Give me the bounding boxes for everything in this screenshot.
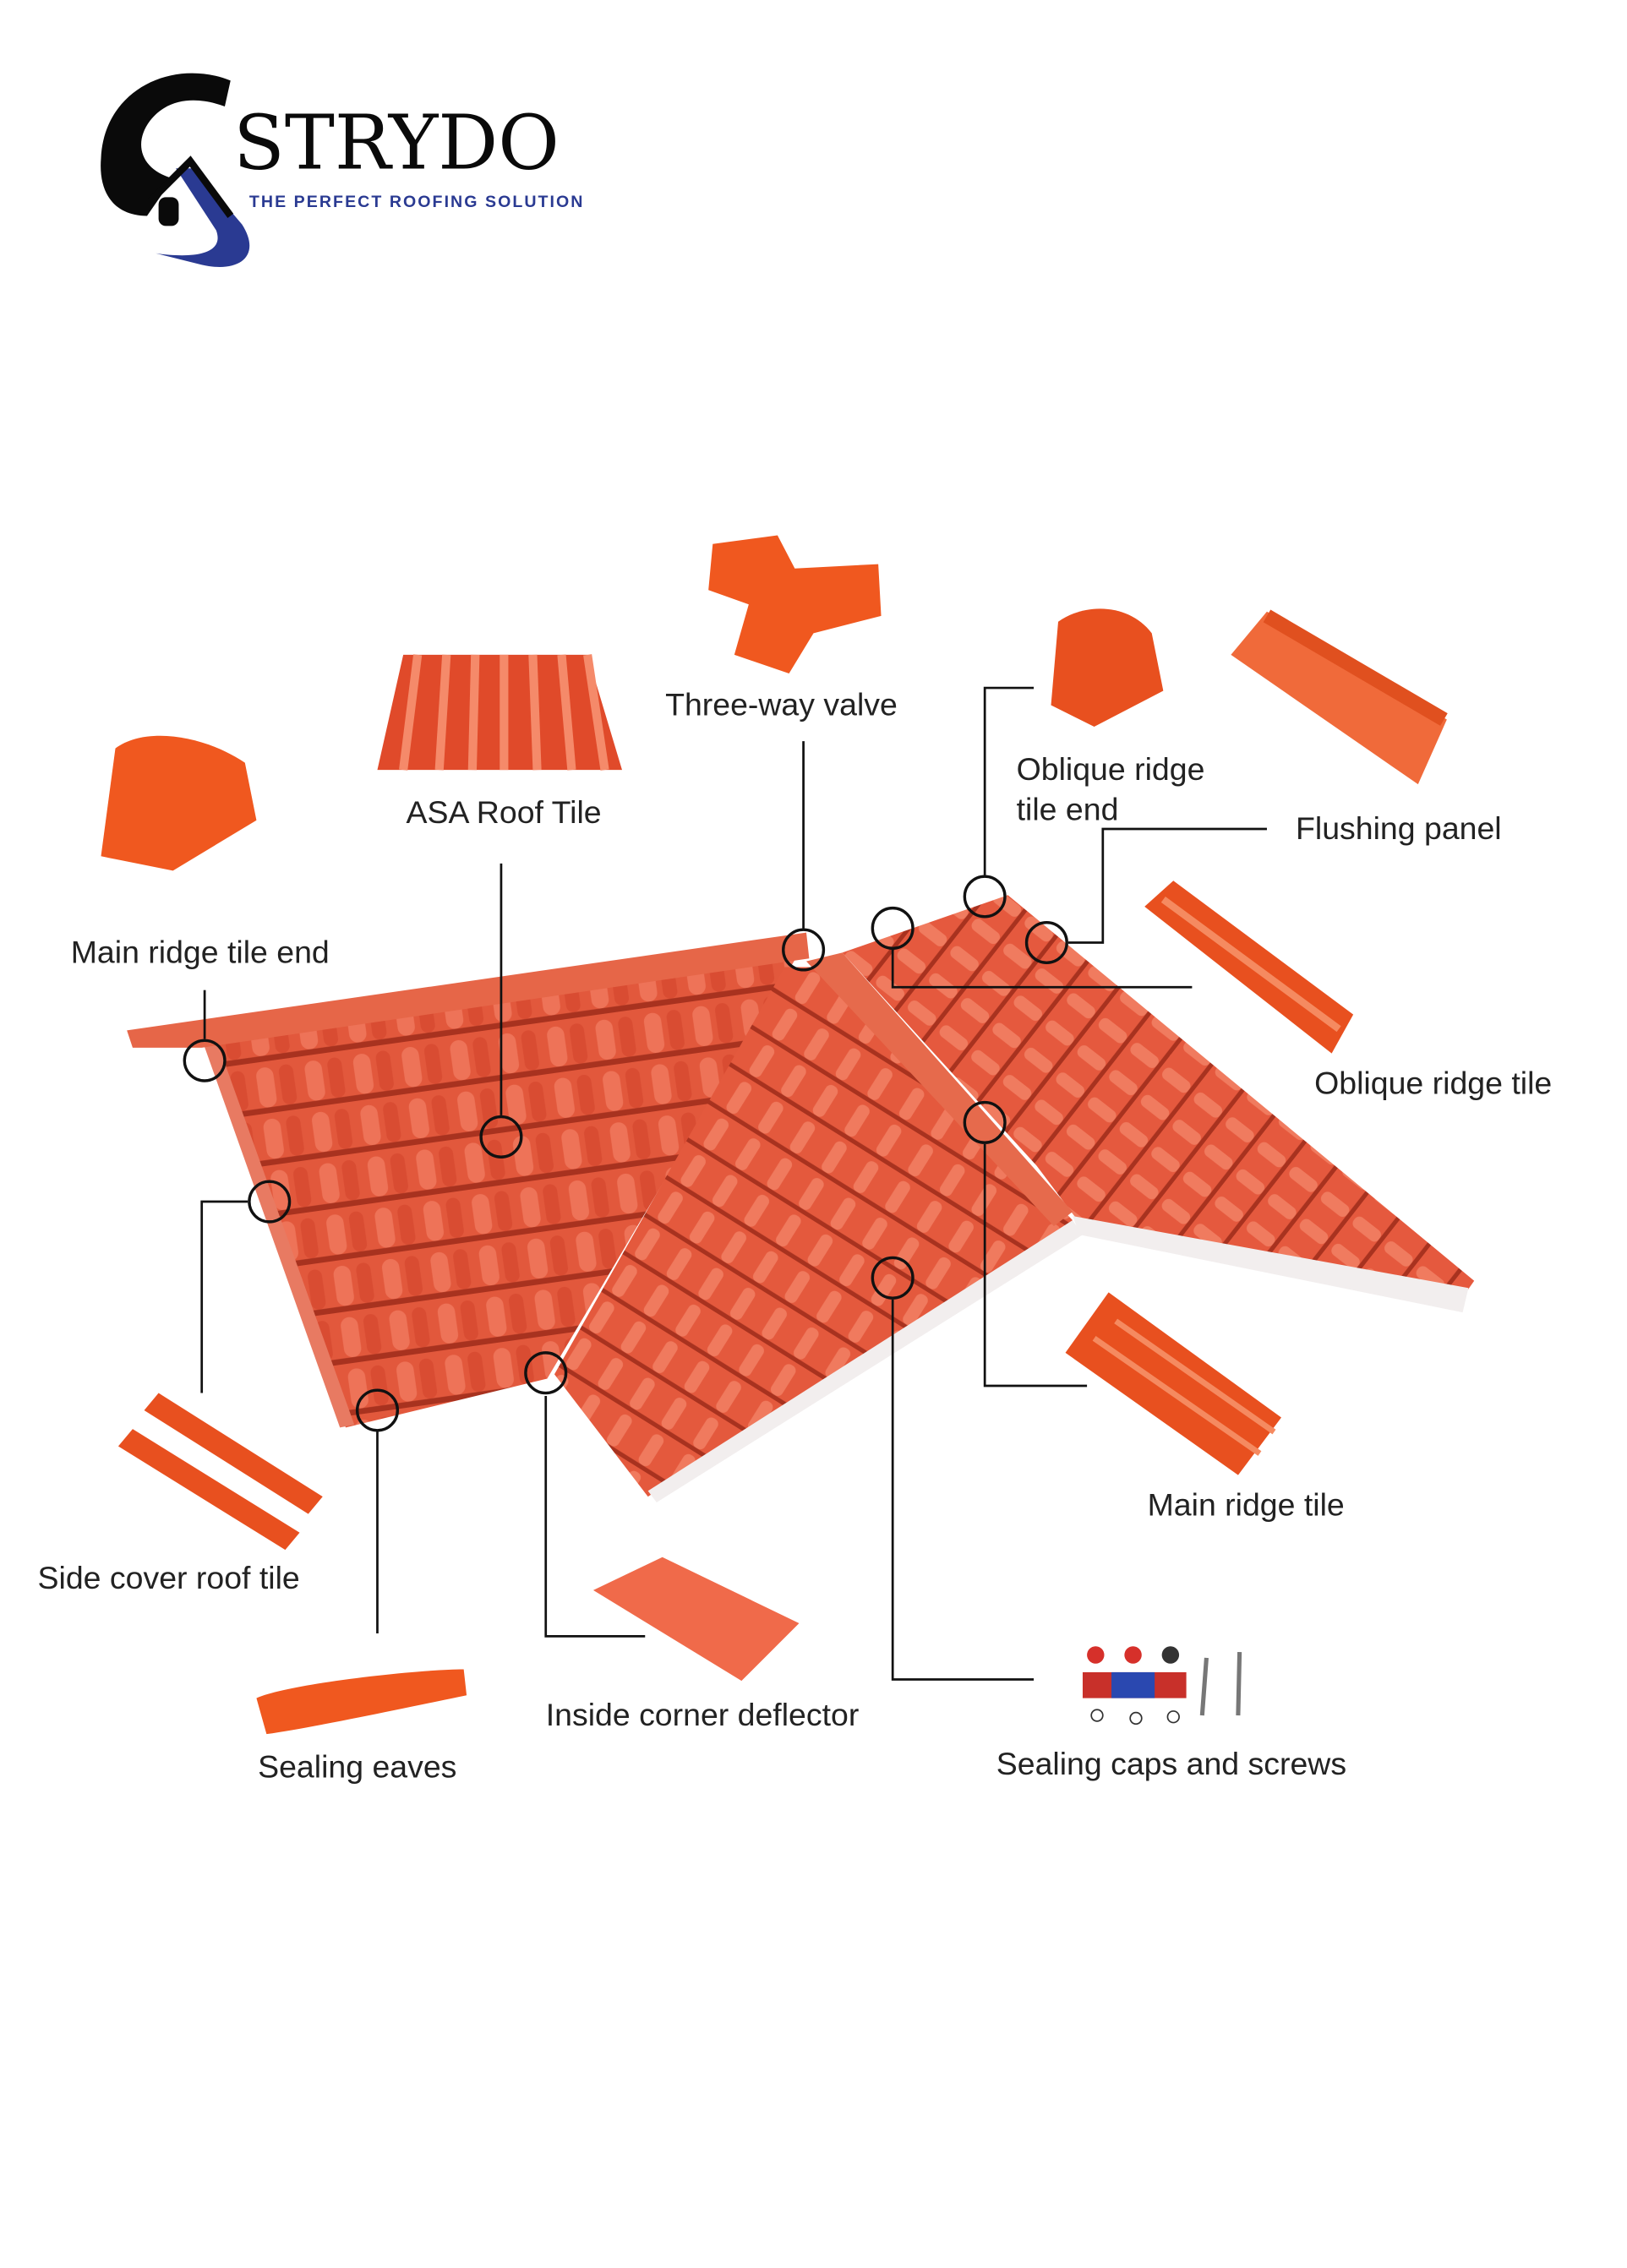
label-sealing-caps-and-screws: Sealing caps and screws	[996, 1746, 1346, 1781]
roof-left-gable-edge	[201, 1039, 355, 1428]
callout-sealing-caps	[871, 1256, 915, 1300]
asa-roof-tile-image	[377, 654, 622, 771]
three-way-valve-image	[708, 535, 882, 674]
label-inside-corner-deflector: Inside corner deflector	[546, 1697, 860, 1732]
main-ridge	[127, 932, 810, 1048]
callout-three-way-valve	[782, 928, 826, 972]
logo-swoosh-black	[101, 73, 231, 216]
roof-right-eave-flashing	[1073, 1216, 1469, 1313]
inside-corner-deflector-image	[592, 1557, 800, 1682]
brand-tagline: THE PERFECT ROOFING SOLUTION	[249, 193, 585, 211]
logo-house-icon	[147, 155, 234, 218]
callout-oblique-ridge-end	[963, 875, 1007, 919]
oblique-ridge-tile-end-image	[1051, 608, 1164, 728]
callout-oblique-ridge-tile	[871, 906, 915, 951]
sealing-eaves-image	[256, 1669, 467, 1735]
callout-sealing-eaves	[355, 1388, 400, 1432]
logo-window-icon	[158, 197, 179, 226]
roof-middle-eave-flashing	[647, 1220, 1083, 1502]
label-three-way-valve: Three-way valve	[665, 686, 898, 722]
main-ridge-tile-image	[1065, 1292, 1281, 1475]
callout-flushing-panel	[1024, 920, 1068, 965]
callout-main-ridge-tile	[963, 1100, 1007, 1144]
strydo-logo: STRYDO THE PERFECT ROOFING SOLUTION	[101, 73, 585, 267]
callout-side-cover	[248, 1180, 292, 1224]
roof-right-plane	[842, 895, 1475, 1310]
label-oblique-ridge-tile-end-line1: Oblique ridge	[1017, 751, 1205, 787]
part-thumbnails	[101, 535, 1448, 1735]
callout-main-ridge-tile-end	[183, 1039, 227, 1082]
label-oblique-ridge-tile-end-line2: tile end	[1017, 792, 1119, 827]
label-main-ridge-tile-end: Main ridge tile end	[71, 934, 330, 969]
flushing-panel-image	[1231, 609, 1448, 785]
leader-lines	[200, 686, 1267, 1681]
label-side-cover-roof-tile: Side cover roof tile	[38, 1560, 300, 1595]
oblique-ridge	[805, 952, 1073, 1226]
label-oblique-ridge-tile: Oblique ridge tile	[1314, 1065, 1552, 1100]
brand-name: STRYDO	[233, 99, 560, 186]
label-asa-roof-tile: ASA Roof Tile	[407, 794, 602, 830]
oblique-ridge-tile-image	[1144, 880, 1354, 1054]
callout-asa-roof-tile	[479, 1115, 523, 1159]
side-cover-roof-tile-image	[117, 1393, 323, 1551]
label-sealing-eaves: Sealing eaves	[258, 1748, 456, 1784]
sealing-caps-and-screws-image	[1082, 1646, 1242, 1726]
callout-inside-corner	[524, 1351, 568, 1395]
logo-swoosh-blue	[156, 168, 250, 267]
main-ridge-tile-end-image	[101, 735, 257, 871]
callout-circles	[183, 875, 1068, 1432]
label-main-ridge-tile: Main ridge tile	[1148, 1486, 1345, 1522]
label-flushing-panel: Flushing panel	[1296, 810, 1502, 846]
roof-illustration	[127, 895, 1475, 1502]
roof-left-plane	[209, 952, 800, 1428]
part-labels: Three-way valve ASA Roof Tile Oblique ri…	[38, 686, 1553, 1784]
